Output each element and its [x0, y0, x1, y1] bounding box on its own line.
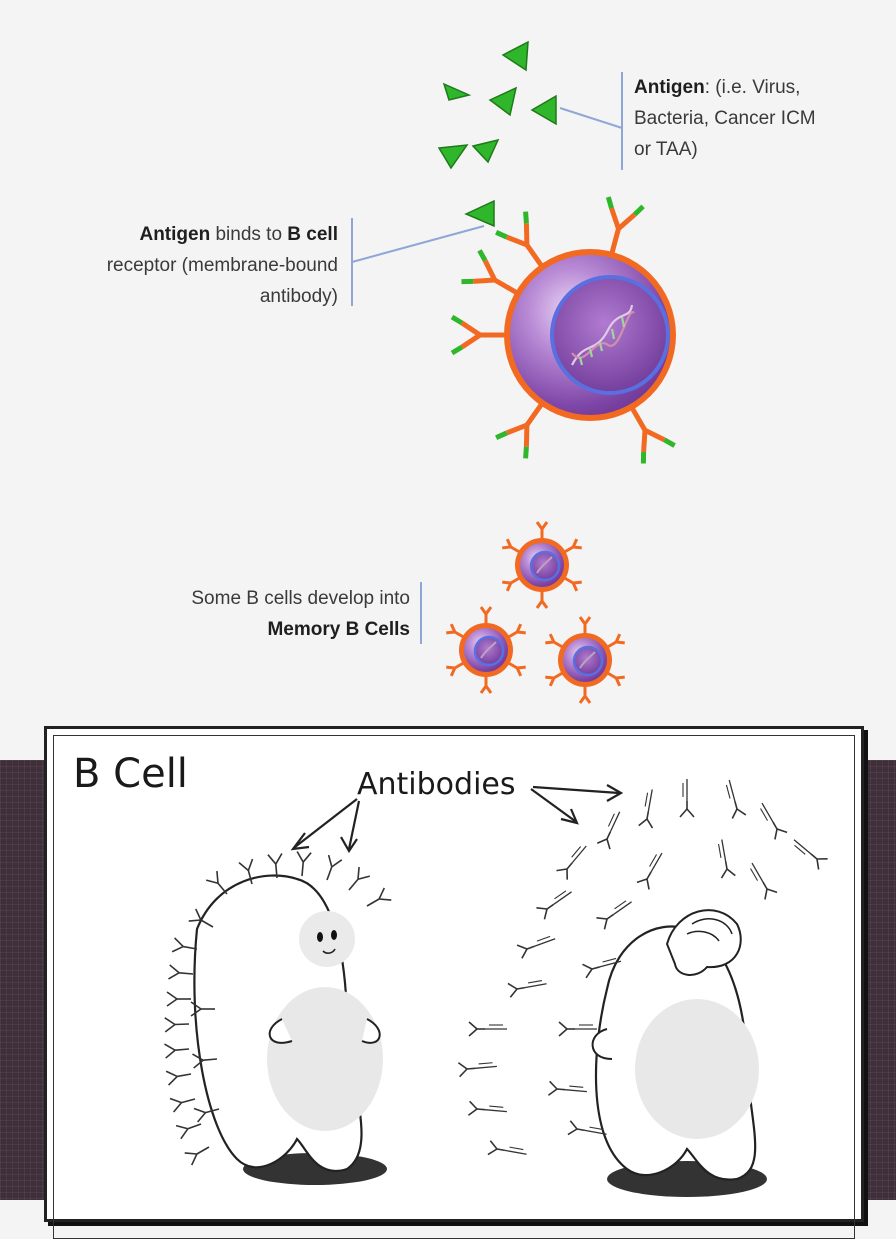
cartoon-drawing	[163, 777, 829, 1197]
antigen-callout-line	[559, 72, 623, 170]
antigen-label: Antigen: (i.e. Virus, Bacteria, Cancer I…	[634, 77, 816, 160]
antigen-triangles	[437, 40, 557, 228]
b-cell	[452, 197, 676, 463]
dna-icon	[571, 304, 635, 366]
antibodies-arrows	[290, 784, 624, 854]
b-cell-character-left	[163, 850, 393, 1185]
memory-b-cell	[446, 607, 525, 693]
memory-label: Some B cells develop into Memory B Cells	[191, 588, 410, 640]
binding-callout-line	[351, 218, 485, 306]
memory-b-cell	[545, 617, 624, 703]
b-cell-character-right	[457, 777, 829, 1197]
antibodies-label: Antibodies	[357, 767, 516, 802]
binding-label: Antigen binds to B cell receptor (membra…	[106, 224, 338, 307]
b-cell-illustration	[351, 40, 896, 760]
nucleus	[550, 275, 670, 395]
cartoon-title: B Cell	[73, 751, 188, 797]
memory-b-cell	[502, 522, 581, 608]
cartoon-panel: B Cell Antibodies	[44, 726, 864, 1239]
